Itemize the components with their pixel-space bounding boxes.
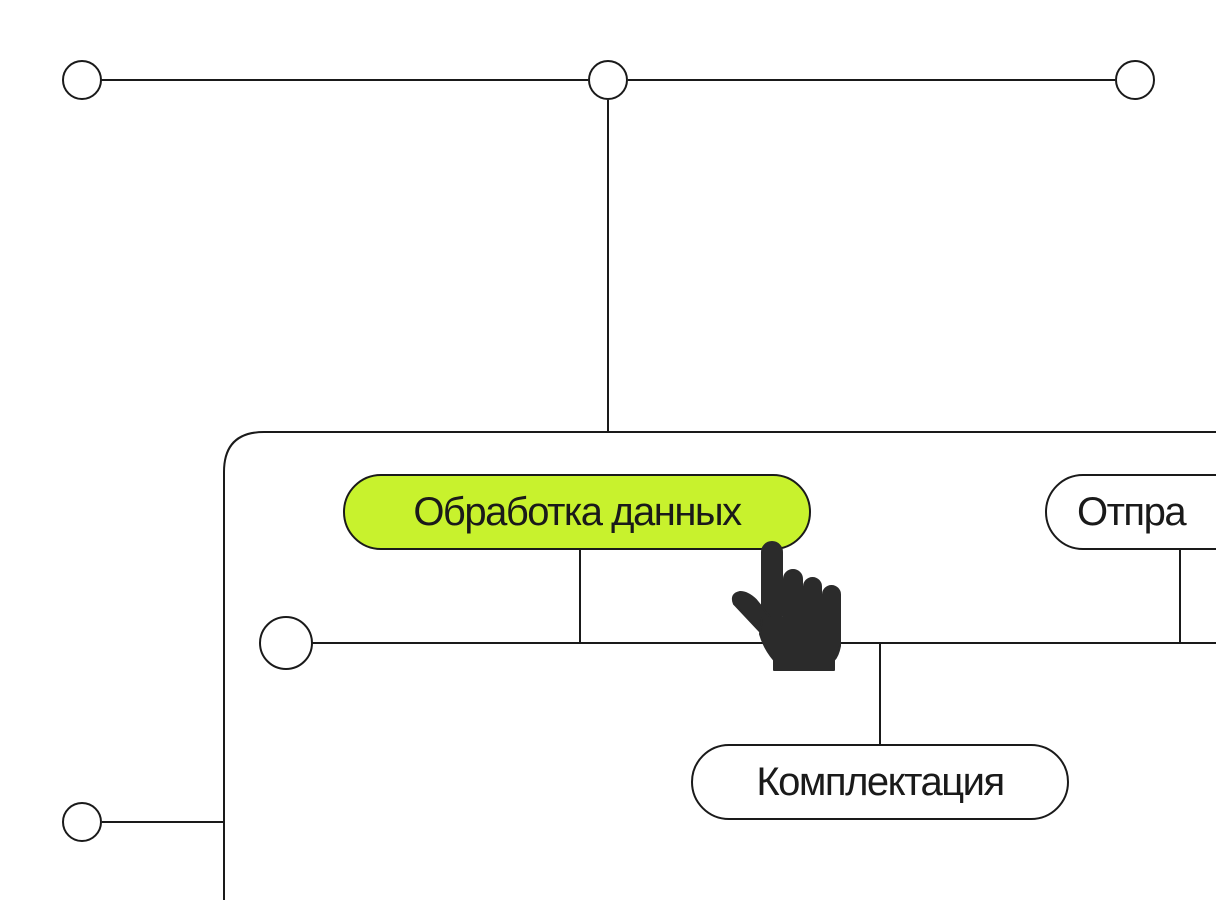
node-pill-processing-label: Обработка данных — [413, 489, 742, 534]
node-pill-packing[interactable]: Комплектация — [691, 744, 1069, 820]
node-pill-processing[interactable]: Обработка данных — [343, 474, 811, 550]
node-top-middle[interactable] — [588, 60, 628, 100]
node-inner-left[interactable] — [259, 616, 313, 670]
node-pill-shipping[interactable]: Отпра — [1045, 474, 1216, 550]
node-top-right[interactable] — [1115, 60, 1155, 100]
node-bottom-left[interactable] — [62, 802, 102, 842]
node-top-left[interactable] — [62, 60, 102, 100]
node-pill-shipping-label: Отпра — [1077, 489, 1187, 534]
hand-pointer-icon — [731, 541, 841, 671]
group-container-outline — [223, 431, 1216, 900]
node-pill-packing-label: Комплектация — [756, 759, 1005, 804]
